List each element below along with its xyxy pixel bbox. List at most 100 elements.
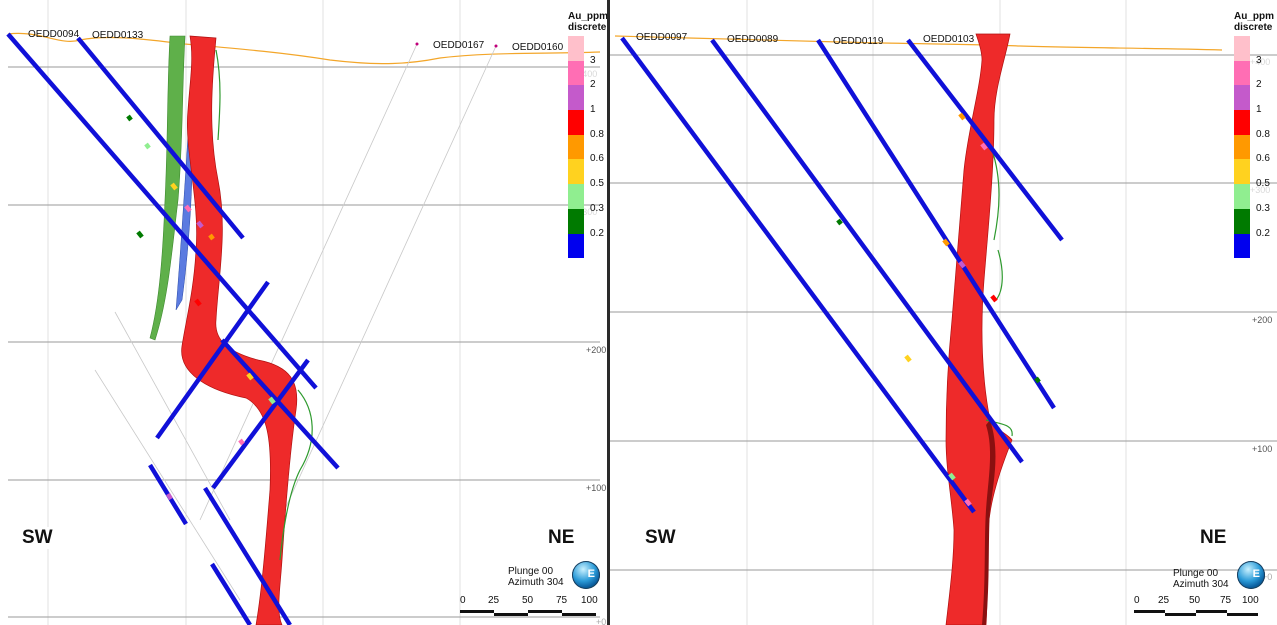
left-compass-globe-icon[interactable]: E — [572, 561, 600, 589]
left-direction-sw: SW — [22, 527, 53, 549]
legend-label: 0.3 — [1256, 202, 1270, 214]
legend-entry: 0.2 — [1234, 228, 1277, 259]
right-assay-intervals — [836, 112, 1041, 507]
left-blue-lode — [175, 134, 194, 311]
left-scale-bar: 0 25 50 75 100 — [460, 595, 600, 625]
scale-tick-label: 75 — [1220, 595, 1232, 606]
left-hole-label: OEDD0094 — [28, 29, 80, 40]
left-compass-letter: E — [587, 568, 595, 580]
scale-tick-label: 100 — [1242, 595, 1259, 606]
legend-label: 0.2 — [1256, 227, 1270, 239]
legend-label: 1 — [1256, 104, 1262, 116]
left-elevation-label: +200 — [586, 345, 606, 355]
left-drillholes — [6, 32, 340, 625]
legend-label: 2 — [1256, 79, 1262, 91]
right-hole-label: OEDD0119 — [833, 36, 884, 47]
right-au-legend: Au_ppm discrete 3 2 1 0.8 0.6 0.5 0.3 0.… — [1234, 11, 1277, 259]
right-plunge-text: Plunge 00 — [1173, 568, 1219, 579]
right-scale-bar: 0 25 50 75 100 — [1134, 595, 1274, 625]
legend-entry: 0.8 — [1234, 129, 1277, 160]
right-orebody-shadow — [982, 420, 996, 625]
left-elevation-label: +100 — [586, 483, 606, 493]
scale-tick-label: 50 — [522, 595, 534, 606]
left-elevation-label: +0 — [596, 617, 606, 625]
left-vertical-gridlines — [47, 0, 461, 625]
left-hole-label: OEDD0133 — [92, 30, 144, 41]
left-azimuth-text: Azimuth 304 — [508, 577, 564, 588]
right-direction-ne: NE — [1200, 527, 1227, 549]
legend-entry: 1 — [1234, 104, 1277, 135]
left-au-legend: Au_ppm discrete 3 2 1 0.8 0.6 0.5 0.3 0.… — [568, 11, 607, 259]
legend-entry: 0.3 — [568, 203, 607, 234]
legend-entry: 0.6 — [568, 153, 607, 185]
left-hole-label: OEDD0167 — [433, 40, 485, 51]
right-section-panel: OEDD0097 OEDD0089 OEDD0119 OEDD0103 +400… — [610, 0, 1277, 625]
scale-tick-label: 50 — [1189, 595, 1201, 606]
right-hole-label: OEDD0103 — [923, 34, 975, 45]
legend-entry: 0.6 — [1234, 153, 1277, 185]
legend-label: 0.6 — [1256, 153, 1270, 165]
legend-label: 0.2 — [590, 227, 604, 239]
right-drillholes — [620, 36, 1064, 514]
right-view-orientation: Plunge 00 Azimuth 304 — [1173, 568, 1243, 590]
legend-entry: 0.3 — [1234, 203, 1277, 234]
scale-tick-label: 75 — [556, 595, 568, 606]
left-section-panel: OEDD0094 OEDD0133 OEDD0167 OEDD0160 +400… — [0, 0, 607, 625]
left-red-orebody — [181, 35, 298, 625]
scale-tick-label: 25 — [488, 595, 500, 606]
right-elevation-label: +100 — [1252, 444, 1272, 454]
legend-entry: 0.5 — [1234, 178, 1277, 209]
legend-entry: 3 — [568, 55, 607, 86]
left-direction-ne: NE — [548, 527, 575, 549]
legend-label: 0.8 — [1256, 128, 1270, 140]
legend-entry: 0.5 — [568, 178, 607, 209]
legend-label: 0.5 — [590, 178, 604, 190]
legend-entry — [568, 36, 607, 61]
right-direction-sw: SW — [645, 527, 676, 549]
right-elevation-gridlines — [610, 54, 1277, 571]
panel-divider — [607, 0, 610, 625]
right-compass-globe-icon[interactable]: E — [1237, 561, 1265, 589]
legend-label: 3 — [1256, 54, 1262, 66]
legend-label: 0.6 — [590, 153, 604, 165]
right-elevation-label: +400 — [1250, 57, 1270, 67]
right-compass-letter: E — [1252, 568, 1260, 580]
left-elevation-label: +400 — [577, 69, 597, 79]
right-elevation-label: +0 — [1262, 572, 1272, 582]
legend-subtitle: discrete — [1234, 22, 1273, 33]
legend-entry: 0.8 — [568, 129, 607, 160]
scale-tick-label: 25 — [1158, 595, 1170, 606]
right-elevation-label: +300 — [1250, 185, 1270, 195]
legend-entry: 2 — [1234, 79, 1277, 111]
legend-entry: 3 — [1234, 55, 1277, 86]
left-green-contour — [215, 49, 313, 561]
legend-label: 0.8 — [590, 128, 604, 140]
right-hole-label: OEDD0097 — [636, 32, 688, 43]
scale-tick-label: 100 — [581, 595, 598, 606]
legend-label: 0.3 — [590, 202, 604, 214]
legend-entry: 0.2 — [568, 228, 607, 259]
scale-tick-label: 0 — [460, 595, 466, 606]
legend-title: Au_ppm — [568, 11, 607, 22]
right-elevation-label: +200 — [1252, 315, 1272, 325]
left-hole-label: OEDD0160 — [512, 42, 564, 53]
right-azimuth-text: Azimuth 304 — [1173, 579, 1229, 590]
legend-label: 1 — [590, 104, 596, 116]
left-section-canvas: OEDD0094 OEDD0133 OEDD0167 OEDD0160 +400… — [6, 0, 606, 625]
scale-tick-label: 0 — [1134, 595, 1140, 606]
legend-entry: 2 — [568, 79, 607, 111]
legend-label: 3 — [590, 54, 596, 66]
left-plunge-text: Plunge 00 — [508, 566, 554, 577]
legend-title: Au_ppm — [1234, 11, 1274, 22]
left-view-orientation: Plunge 00 Azimuth 304 — [508, 566, 578, 588]
right-section-canvas: OEDD0097 OEDD0089 OEDD0119 OEDD0103 +400… — [610, 0, 1277, 625]
legend-entry: 1 — [568, 104, 607, 135]
legend-label: 2 — [590, 79, 596, 91]
right-topography-line — [614, 35, 1223, 51]
legend-subtitle: discrete — [568, 22, 607, 33]
legend-entry — [1234, 36, 1277, 61]
left-elevation-label: +300 — [577, 207, 597, 217]
right-red-orebody — [945, 33, 1013, 625]
left-elevation-gridlines — [8, 66, 600, 618]
left-assay-intervals — [126, 114, 276, 501]
